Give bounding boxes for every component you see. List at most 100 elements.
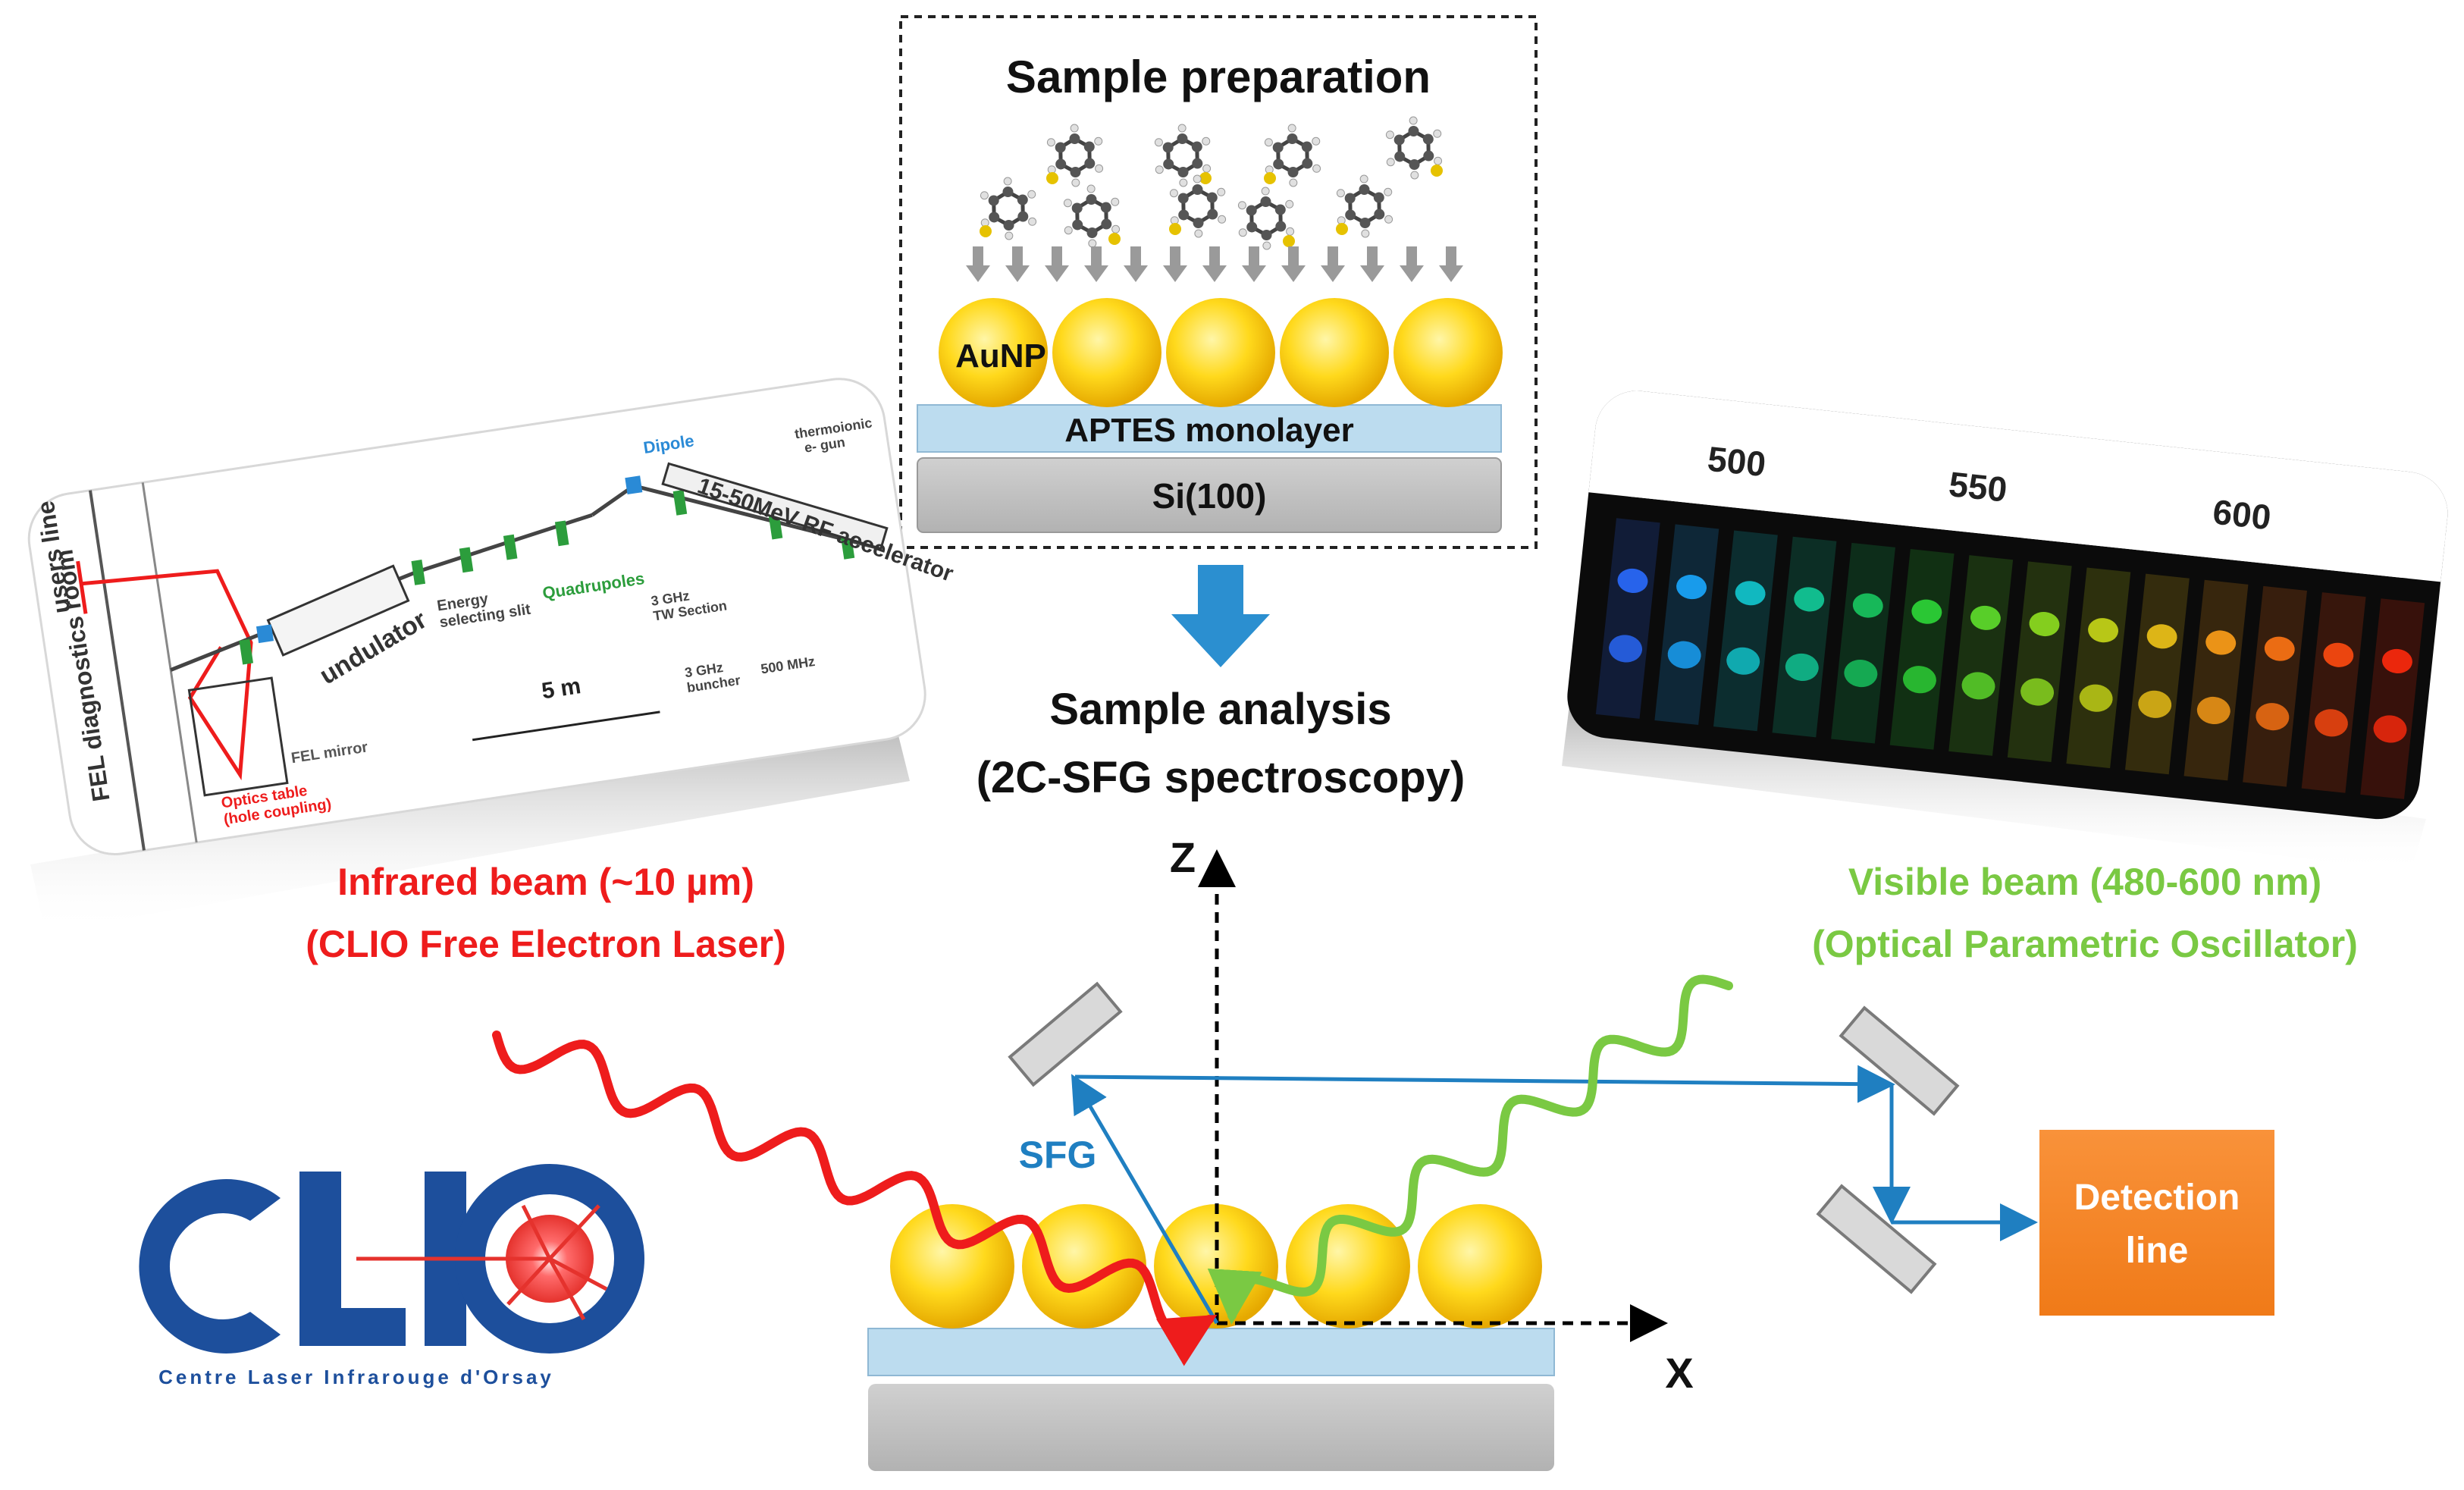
clio-letter-c <box>139 1179 281 1354</box>
deposition-arrow <box>1005 246 1030 282</box>
spectrum-column <box>1713 530 1778 732</box>
deposition-arrow <box>1439 246 1463 282</box>
thiol-molecules-group <box>980 116 1443 250</box>
spectrum-column <box>1772 536 1837 738</box>
mirror-right-top <box>1839 1005 1960 1116</box>
spectrum-tick-550: 550 <box>1947 464 2009 510</box>
thiol-molecule <box>1264 124 1321 187</box>
clio-letter-l-foot <box>299 1308 406 1346</box>
magnet <box>768 513 783 540</box>
spectrum-card: 500 550 600 <box>1567 391 2448 820</box>
spectrum-column <box>2007 561 2072 762</box>
spectrum-column <box>2066 567 2131 769</box>
spectrum-spot <box>2323 642 2354 667</box>
spectrum-column <box>1889 549 1955 750</box>
gold-nanoparticle <box>939 298 1048 407</box>
spectrum-spot <box>1852 593 1883 618</box>
magnet <box>411 560 426 585</box>
spectrum-tick-600: 600 <box>2211 492 2273 538</box>
gold-nanoparticle <box>1166 298 1275 407</box>
deposition-arrow <box>1242 246 1266 282</box>
deposition-arrow <box>1084 246 1108 282</box>
aptes-monolayer <box>917 404 1502 453</box>
silicon-label: Si(100) <box>1152 476 1267 516</box>
fel-card-shadow <box>30 720 910 933</box>
deposition-arrow <box>966 246 990 282</box>
clio-subtitle: Centre Laser Infrarouge d'Orsay <box>158 1366 554 1388</box>
magnet <box>672 490 688 516</box>
analysis-down-arrow <box>1171 565 1270 667</box>
magnet <box>239 638 254 665</box>
spectrum-spot <box>2264 636 2295 661</box>
spectrum-spot <box>2205 630 2237 655</box>
sfg-setup: Z X SFG Detection line <box>492 833 2274 1471</box>
visible-beam <box>1207 974 1733 1325</box>
spectrum-scale-strip-fill <box>1588 447 2446 582</box>
spectrum-spot <box>1617 568 1648 593</box>
spectrum-spot <box>1735 581 1766 606</box>
thiol-molecule <box>1237 187 1295 250</box>
infrared-caption-1: Infrared beam (~10 µm) <box>337 861 754 903</box>
spectrum-spot <box>1970 605 2001 630</box>
gold-nanoparticle <box>1052 298 1161 407</box>
sfg-label: SFG <box>1019 1134 1097 1176</box>
optics-table-box <box>187 676 289 797</box>
z-axis-label: Z <box>1170 833 1196 881</box>
thiol-molecule <box>1169 174 1227 238</box>
accelerator-tube <box>661 462 889 551</box>
visible-caption-1: Visible beam (480-600 nm) <box>1848 861 2321 903</box>
quadrupole-blue <box>625 475 643 495</box>
spectrum-spot <box>2373 715 2407 743</box>
setup-gold-nanoparticle <box>1022 1204 1146 1328</box>
spectrum-spots-group <box>1595 518 2425 799</box>
clio-laser-rays <box>356 1204 608 1321</box>
spectrum-spot <box>2138 690 2172 718</box>
spectrum-column <box>1654 524 1719 726</box>
spectrum-spot <box>1785 653 1819 681</box>
fel-card: FEL diagnostics room users line Optics t… <box>27 378 957 856</box>
deposition-arrows-group <box>966 246 1463 282</box>
x-axis-label: X <box>1665 1349 1693 1397</box>
scale-bar <box>472 710 660 742</box>
scale-label: 5 m <box>540 673 582 704</box>
thiol-molecule <box>1385 116 1443 180</box>
deposition-arrow <box>1124 246 1148 282</box>
spectrum-spot <box>1902 666 1936 694</box>
sfg-beam-horizontal <box>1074 1065 1895 1103</box>
spectrum-spot <box>2079 684 2113 712</box>
deposition-arrow <box>1360 246 1384 282</box>
deposition-arrow <box>1281 246 1306 282</box>
silicon-substrate <box>917 457 1502 533</box>
spectrum-column <box>2360 598 2425 799</box>
quadrupole-blue <box>255 624 274 644</box>
setup-gold-nanoparticle <box>1286 1204 1410 1328</box>
spectrum-column <box>2243 585 2307 787</box>
fel-room-wall <box>89 490 146 851</box>
mirror-left <box>1008 981 1123 1087</box>
thiol-molecule <box>1063 184 1121 248</box>
magnet <box>459 547 474 573</box>
spectrum-spot <box>1794 587 1825 612</box>
magnet <box>503 534 518 560</box>
spectrum-spot <box>2088 618 2119 643</box>
spectrum-spot <box>2146 624 2177 649</box>
spectrum-tick-500: 500 <box>1706 439 1768 485</box>
sample-preparation-panel: Sample preparation Si(100) APTES monolay… <box>899 15 1538 549</box>
analysis-title: Sample analysis <box>1049 685 1391 734</box>
spectrum-column <box>1595 518 1660 719</box>
thiol-molecule <box>1154 124 1212 187</box>
gold-nanoparticle <box>1280 298 1389 407</box>
spectrum-spot <box>1911 599 1942 624</box>
infrared-beam <box>492 1030 1218 1366</box>
setup-gold-nanoparticle <box>890 1204 1014 1328</box>
undulator-box <box>266 564 410 657</box>
spectrum-column <box>1831 542 1895 744</box>
spectrum-spot <box>1609 635 1643 663</box>
spectrum-spot <box>2314 709 2348 737</box>
setup-gold-nanoparticle <box>1418 1204 1542 1328</box>
spectrum-column <box>2301 592 2366 793</box>
spectrum-spot <box>2020 678 2055 706</box>
thiol-molecule <box>980 177 1037 240</box>
